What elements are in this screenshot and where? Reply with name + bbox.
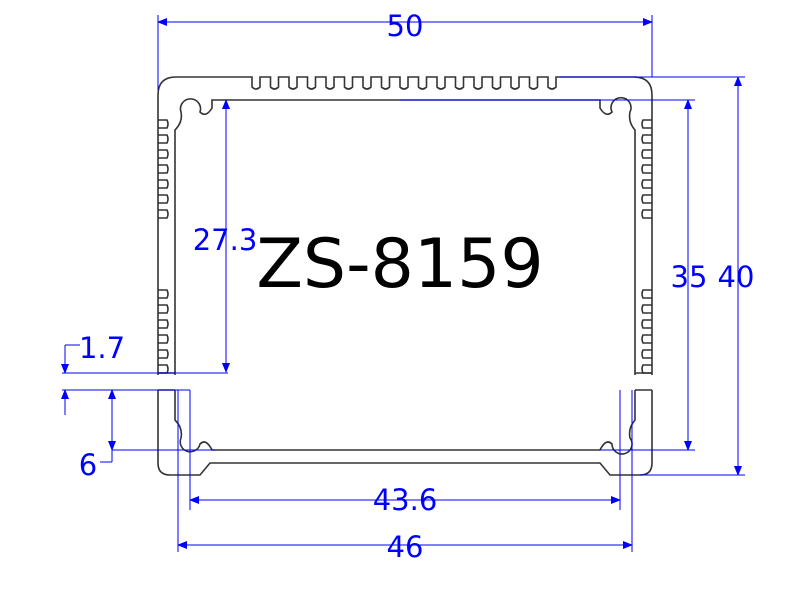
dim-overall-width: 50 (387, 9, 424, 43)
model-title: ZS-8159 (256, 225, 543, 304)
outer-bottom-shell (157, 390, 653, 476)
dim-upper-inner-height: 27.3 (193, 223, 258, 257)
dim-inner-bottom-width: 43.6 (373, 483, 438, 517)
dim-overall-height: 40 (718, 260, 755, 294)
dim-gap: 1.7 (79, 331, 125, 365)
dimension-lines (61, 15, 745, 552)
dim-lower-height: 6 (79, 448, 97, 482)
dim-lower-width: 46 (387, 530, 424, 564)
side-fins (641, 119, 652, 219)
side-fins (158, 289, 169, 374)
side-fins (641, 289, 652, 374)
outer-top-shell (157, 76, 653, 375)
shell-joint (158, 372, 652, 391)
side-fins (158, 119, 169, 219)
dim-inner-height: 35 (671, 260, 708, 294)
inner-bottom-shell (174, 390, 636, 455)
